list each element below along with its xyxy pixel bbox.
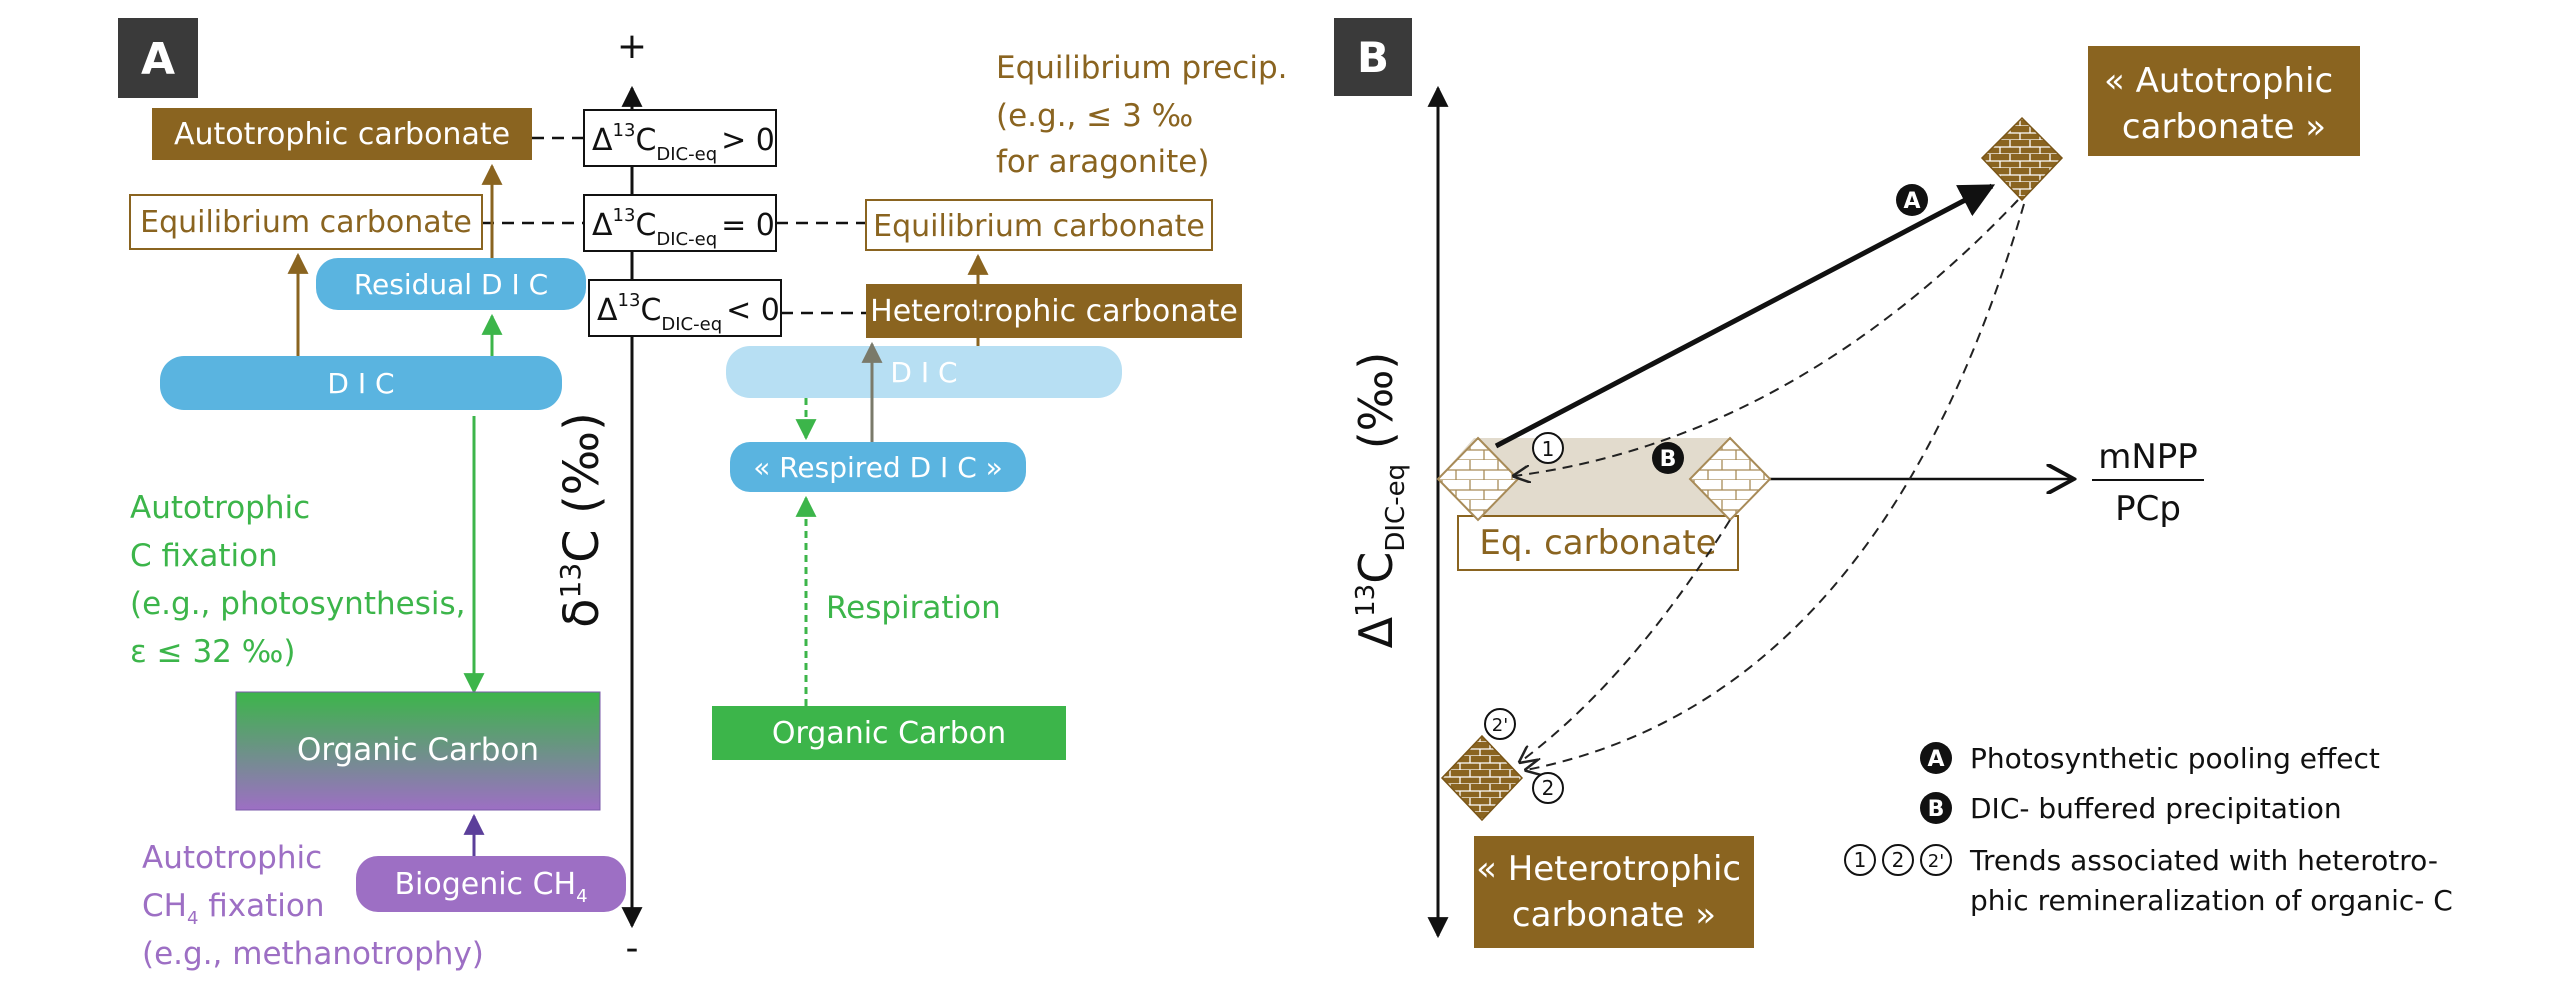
legend: A Photosynthetic pooling effect B DIC- b… (1844, 742, 2453, 917)
delta-box-eq: Δ13CDIC-eq= 0 (583, 194, 777, 252)
trend-2-curve (1526, 203, 2025, 770)
equilibrium-band (1438, 438, 1770, 518)
axis-minus: - (626, 928, 639, 969)
heterotrophic-carbonate-box (866, 284, 1242, 338)
marker-1-label: 1 (1542, 437, 1555, 461)
autotrophic-label-box (2088, 46, 2360, 156)
legend-b-text: DIC- buffered precipitation (1970, 792, 2342, 825)
organic-carbon-left-box (235, 691, 601, 811)
heterotrophic-carbonate-label: Heterotrophic carbonate (870, 294, 1238, 329)
delta13c-dic-eq-axis-label: Δ13CDIC-eq (‰) (1349, 352, 1411, 649)
panel-b-badge (1334, 18, 1412, 96)
equilibrium-carbonate-left-box (129, 194, 483, 250)
panel-b: B Δ13CDIC-eq (‰) mNPP PCp Eq. carbonate … (1334, 18, 2453, 948)
heterotrophic-label-text: « Heterotrophic carbonate » (1476, 849, 1752, 935)
trend-2p-curve (1520, 519, 1731, 762)
legend-marker-2p (1920, 844, 1952, 876)
panel-b-badge-label: B (1357, 33, 1389, 82)
residual-dic-box (316, 258, 586, 310)
svg-text:Δ13CDIC-eq< 0: Δ13CDIC-eq< 0 (597, 290, 780, 335)
residual-dic-label: Residual D I C (354, 268, 548, 301)
autotrophic-ch4-fixation-text: Autotrophic CH4 fixation (e.g., methanot… (142, 840, 484, 972)
svg-text:Δ13CDIC-eq= 0: Δ13CDIC-eq= 0 (592, 205, 775, 250)
heterotrophic-carbonate-diamond (1440, 734, 1524, 822)
eq-carbonate-box (1457, 515, 1739, 571)
panel-a-badge-label: A (141, 34, 175, 85)
trend-1-curve (1514, 199, 2019, 476)
delta13c-axis-label: δ13C (‰) (554, 412, 610, 628)
marker-b (1652, 442, 1684, 474)
x-axis-denominator: PCp (2115, 489, 2181, 529)
x-axis-numerator: mNPP (2098, 437, 2198, 477)
eq-carbonate-diamond-left (1436, 436, 1520, 522)
autotrophic-c-fixation-text: Autotrophic C fixation (e.g., photosynth… (130, 490, 475, 670)
legend-marker-a-label: A (1927, 747, 1944, 772)
legend-marker-1-label: 1 (1854, 848, 1867, 872)
marker-a (1896, 184, 1928, 216)
delta-box-gt: Δ13CDIC-eq> 0 (583, 109, 777, 167)
panel-a-badge (118, 18, 198, 98)
marker-1 (1532, 432, 1564, 464)
autotrophic-label-text: « Autotrophic carbonate » (2104, 61, 2344, 147)
respired-dic-box (730, 442, 1026, 492)
legend-marker-2 (1882, 844, 1914, 876)
delta-box-lt: Δ13CDIC-eq< 0 (588, 279, 782, 337)
dic-left-label: D I C (327, 367, 394, 400)
svg-text:Δ13CDIC-eq> 0: Δ13CDIC-eq> 0 (592, 120, 775, 165)
respiration-label: Respiration (826, 590, 1001, 626)
respired-dic-label: « Respired D I C » (753, 451, 1003, 484)
legend-marker-a (1920, 742, 1952, 774)
marker-a-label: A (1903, 189, 1920, 214)
organic-carbon-right-label: Organic Carbon (772, 716, 1006, 751)
legend-c-text: Trends associated with heterotro- phic r… (1969, 844, 2453, 917)
marker-2-label: 2 (1542, 776, 1555, 800)
equilibrium-carbonate-right-label: Equilibrium carbonate (873, 209, 1205, 244)
legend-marker-b-label: B (1928, 797, 1945, 822)
heterotrophic-label-box (1474, 836, 1754, 948)
equilibrium-carbonate-left-label: Equilibrium carbonate (140, 205, 472, 240)
marker-2p (1484, 708, 1516, 740)
legend-a-text: Photosynthetic pooling effect (1970, 742, 2380, 775)
biogenic-ch4-label: Biogenic CH4 (394, 867, 587, 907)
dic-right-box (726, 346, 1122, 398)
marker-2 (1532, 772, 1564, 804)
legend-marker-1 (1844, 844, 1876, 876)
axis-plus: + (617, 26, 647, 67)
autotrophic-carbonate-box (152, 108, 532, 160)
equilibrium-precip-text: Equilibrium precip. (e.g., ≤ 3 ‰ for ara… (996, 50, 1297, 180)
biogenic-ch4-box (356, 856, 626, 912)
autotrophic-carbonate-diamond (1980, 116, 2064, 202)
dic-left-box (160, 356, 562, 410)
autotrophic-carbonate-label: Autotrophic carbonate (174, 117, 510, 152)
dic-right-label: D I C (890, 356, 957, 389)
legend-marker-2-label: 2 (1892, 848, 1905, 872)
marker-b-label: B (1660, 447, 1677, 472)
organic-carbon-right-box (712, 706, 1066, 760)
organic-carbon-left-label: Organic Carbon (297, 732, 539, 768)
legend-marker-b (1920, 792, 1952, 824)
arrow-a (1494, 183, 1996, 449)
eq-carbonate-label: Eq. carbonate (1479, 523, 1716, 563)
equilibrium-carbonate-right-box (865, 199, 1213, 251)
marker-2p-label: 2' (1492, 715, 1508, 736)
panel-a: A + - δ13C (‰) Δ13CDIC-eq> 0 Δ13CDIC-eq=… (118, 18, 1297, 972)
legend-marker-2p-label: 2' (1928, 851, 1944, 872)
